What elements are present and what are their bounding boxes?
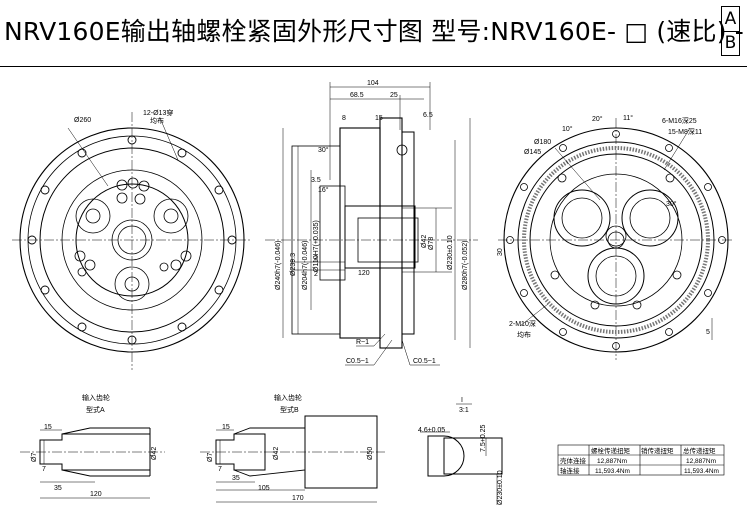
sec-dim-8: 8 (342, 115, 346, 122)
model-ab-box: A B (721, 6, 740, 56)
shaft-b-view: 输入齿轮 型式B 15 Ø7 7 Ø42 Ø50 35 105 170 (200, 393, 385, 503)
rear-holes-m10-even: 均布 (517, 330, 531, 339)
detail-scale: 3:1 (459, 407, 469, 414)
shaft-b-form: 型式B (280, 405, 299, 414)
shaft-a-dim-15: 15 (44, 424, 52, 431)
sec-dim-3-5: 3.5 (311, 177, 321, 184)
shaft-a-label: 输入齿轮 (82, 393, 110, 402)
sec-note-c1: C0.5~1 (346, 358, 369, 365)
front-holes-note: 12-Ø13穿 (143, 108, 173, 117)
rear-dim-5: 5 (706, 329, 710, 336)
rear-holes-m10: 2-M10深 (509, 319, 536, 328)
sec-dia-78: Ø78 (428, 237, 435, 250)
shaft-b-dim-7: 7 (218, 466, 222, 473)
rear-angle-11: 11° (623, 114, 633, 122)
sec-dim-2a: 2 (314, 255, 318, 262)
rear-holes-m16: 6-M16深25 (662, 116, 697, 125)
sec-dim-16deg: 16° (318, 186, 329, 194)
rear-angle-20: 20° (592, 115, 603, 123)
table-header-total: 总传递扭矩 (683, 446, 716, 455)
sec-dia-240: Ø240h7(-0.046) (275, 241, 282, 290)
shaft-b-dim-35: 35 (232, 475, 240, 482)
table-header-bolt: 螺栓传递扭矩 (591, 446, 631, 455)
sec-dia-230: Ø230±0.10 (447, 235, 454, 270)
section-view: 104 68.5 25 8 15 6.5 30° 3.5 16° 2 120 2 (265, 80, 478, 366)
sec-note-r: R~1 (356, 339, 369, 346)
shaft-b-dim-d42: Ø42 (273, 447, 280, 460)
shaft-b-dim-d7: Ø7 (207, 453, 214, 462)
table-row1-bolt: 12,887Nm (597, 458, 627, 465)
sec-dia-239: Ø239.3 (290, 253, 297, 276)
sec-dim-25: 25 (390, 92, 398, 99)
table-row2-label: 轴连接 (560, 466, 580, 475)
sec-dia-204: Ø204h7(-0.046) (302, 241, 309, 290)
shaft-a-dim-120: 120 (90, 491, 102, 498)
table-row2-total: 11,593.4Nm (684, 468, 719, 475)
rear-angle-10: 10° (562, 125, 573, 133)
front-pin-clusters (74, 177, 192, 277)
rear-dia-180: Ø180 (534, 139, 551, 146)
detail-dim-7-5: 7.5+0.25 (480, 424, 487, 452)
sec-dia-42: Ø42 (421, 235, 428, 248)
rear-bolt-holes (506, 130, 726, 350)
table-row2-bolt: 11,593.4Nm (595, 468, 630, 475)
model-box-bottom: B (724, 33, 737, 53)
sec-dim-120: 120 (358, 270, 370, 277)
sec-dia-110: Ø110H7(+0.035) (313, 220, 320, 272)
rear-holes-m8: 15-M8深11 (668, 127, 702, 136)
title-bar: NRV160E输出轴螺栓紧固外形尺寸图 型号:NRV160E- □ (速比) -… (0, 0, 747, 67)
model-box-divider (722, 31, 739, 32)
sec-dim-6-5: 6.5 (423, 112, 433, 119)
shaft-b-dim-105: 105 (258, 485, 270, 492)
shaft-b-dim-170: 170 (292, 495, 304, 502)
shaft-a-dim-35: 35 (54, 485, 62, 492)
shaft-b-dim-15: 15 (222, 424, 230, 431)
shaft-a-dim-7: 7 (42, 466, 46, 473)
sec-dim-104: 104 (367, 80, 379, 87)
sec-note-c2: C0.5~1 (413, 358, 436, 365)
sec-dim-2b: 2 (314, 271, 318, 278)
rear-dim-30: 30 (497, 248, 504, 256)
front-view: Ø260 12-Ø13穿 均布 (12, 108, 252, 370)
table-row1-total: 12,887Nm (686, 458, 716, 465)
rear-angle-30: 30° (666, 200, 677, 208)
front-holes-note2: 均布 (150, 116, 164, 125)
detail-view: I 3:1 4.6±0.05 7.5+0.25 Ø230±0.10 (418, 397, 504, 505)
table-header-pin: 销传递扭矩 (641, 446, 674, 455)
drawing-title: NRV160E输出轴螺栓紧固外形尺寸图 型号:NRV160E- □ (速比) - (4, 17, 745, 46)
shaft-a-view: 输入齿轮 型式A 15 Ø7 7 35 120 Ø42 (20, 393, 165, 499)
detail-dim-230: Ø230±0.10 (497, 470, 504, 505)
model-box-top: A (724, 9, 737, 29)
shaft-a-dim-d42: Ø42 (151, 447, 158, 460)
rear-dia-145: Ø145 (524, 149, 541, 156)
sec-dim-15: 15 (375, 115, 383, 122)
shaft-a-form: 型式A (86, 405, 105, 414)
sec-dim-68-5: 68.5 (350, 92, 364, 99)
shaft-b-label: 输入齿轮 (274, 393, 302, 402)
sec-dim-30deg: 30° (318, 146, 329, 154)
shaft-b-dim-d50: Ø50 (367, 447, 374, 460)
rear-view: 10° 20° 11° 6-M16深25 15-M8深11 Ø180 Ø145 … (497, 114, 734, 360)
sec-dia-280: Ø280h7(-0.052) (462, 241, 469, 290)
table-row1-label: 壳体连接 (560, 456, 587, 465)
torque-table (557, 444, 725, 476)
front-bolt-holes (27, 135, 237, 345)
shaft-a-dim-d7: Ø7 (31, 453, 38, 462)
detail-name: I (461, 397, 463, 404)
front-dia-outer: Ø260 (74, 117, 91, 124)
detail-dim-4-6: 4.6±0.05 (418, 427, 445, 434)
